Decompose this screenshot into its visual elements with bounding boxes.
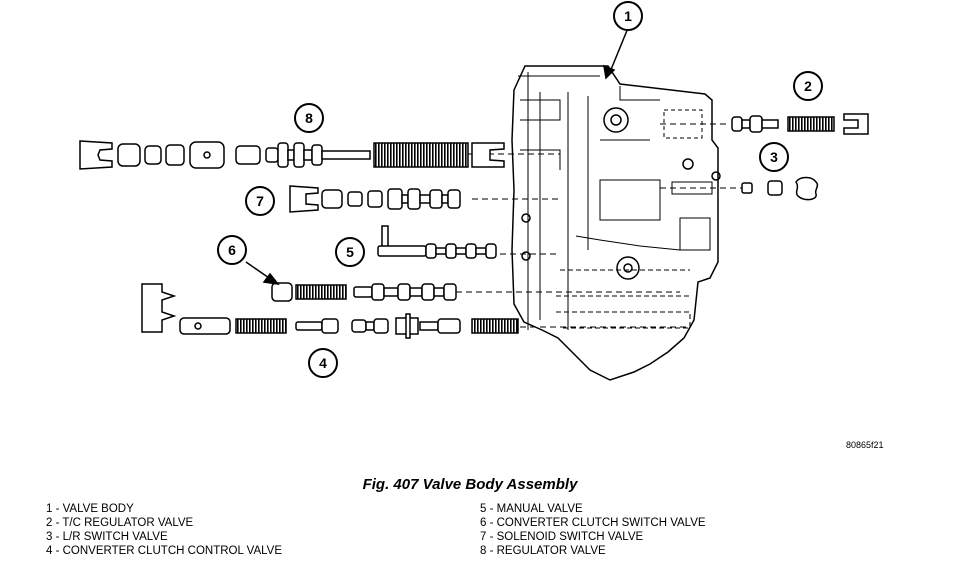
callout-2: 2	[793, 71, 823, 101]
callout-label: 5	[346, 244, 354, 260]
tc-regulator-valve-parts	[731, 113, 869, 135]
callout-7: 7	[245, 186, 275, 216]
callout-1: 1	[613, 1, 643, 31]
converter-clutch-control-valve-parts	[141, 283, 519, 339]
callout-label: 3	[770, 149, 778, 165]
legend-item: 4 - CONVERTER CLUTCH CONTROL VALVE	[46, 545, 283, 557]
legend-left: 1 - VALVE BODY 2 - T/C REGULATOR VALVE 3…	[46, 502, 282, 558]
legend-item: 6 - CONVERTER CLUTCH SWITCH VALVE	[480, 517, 706, 529]
legend-right: 5 - MANUAL VALVE 6 - CONVERTER CLUTCH SW…	[480, 502, 706, 558]
callout-leaders	[245, 27, 629, 286]
solenoid-switch-valve-parts	[289, 185, 461, 213]
figure-caption: Fig. 407 Valve Body Assembly	[362, 476, 578, 493]
callout-label: 6	[228, 242, 236, 258]
legend-item: 7 - SOLENOID SWITCH VALVE	[480, 531, 644, 543]
regulator-valve-parts	[79, 140, 505, 170]
valve-body-diagram: 1 2 3 4 5 6 7 8	[79, 1, 869, 381]
figure-code: 80865f21	[846, 440, 884, 450]
callout-label: 7	[256, 193, 264, 209]
legend-item: 3 - L/R SWITCH VALVE	[46, 531, 168, 543]
callout-6: 6	[217, 235, 247, 265]
legend-item: 8 - REGULATOR VALVE	[480, 545, 606, 557]
converter-clutch-switch-valve-parts	[271, 282, 457, 302]
assembly-guide-lines	[456, 123, 742, 328]
callout-label: 2	[804, 78, 812, 94]
callout-label: 4	[319, 355, 327, 371]
callout-3: 3	[759, 142, 789, 172]
lr-switch-valve-parts	[741, 176, 819, 201]
legend-item: 5 - MANUAL VALVE	[480, 503, 583, 515]
callout-label: 8	[305, 110, 313, 126]
callout-4: 4	[308, 348, 338, 378]
callout-5: 5	[335, 237, 365, 267]
callout-label: 1	[624, 8, 632, 24]
callout-8: 8	[294, 103, 324, 133]
manual-valve-parts	[377, 225, 497, 259]
legend-item: 2 - T/C REGULATOR VALVE	[46, 517, 194, 529]
valve-body	[511, 65, 721, 381]
legend-item: 1 - VALVE BODY	[46, 503, 134, 515]
